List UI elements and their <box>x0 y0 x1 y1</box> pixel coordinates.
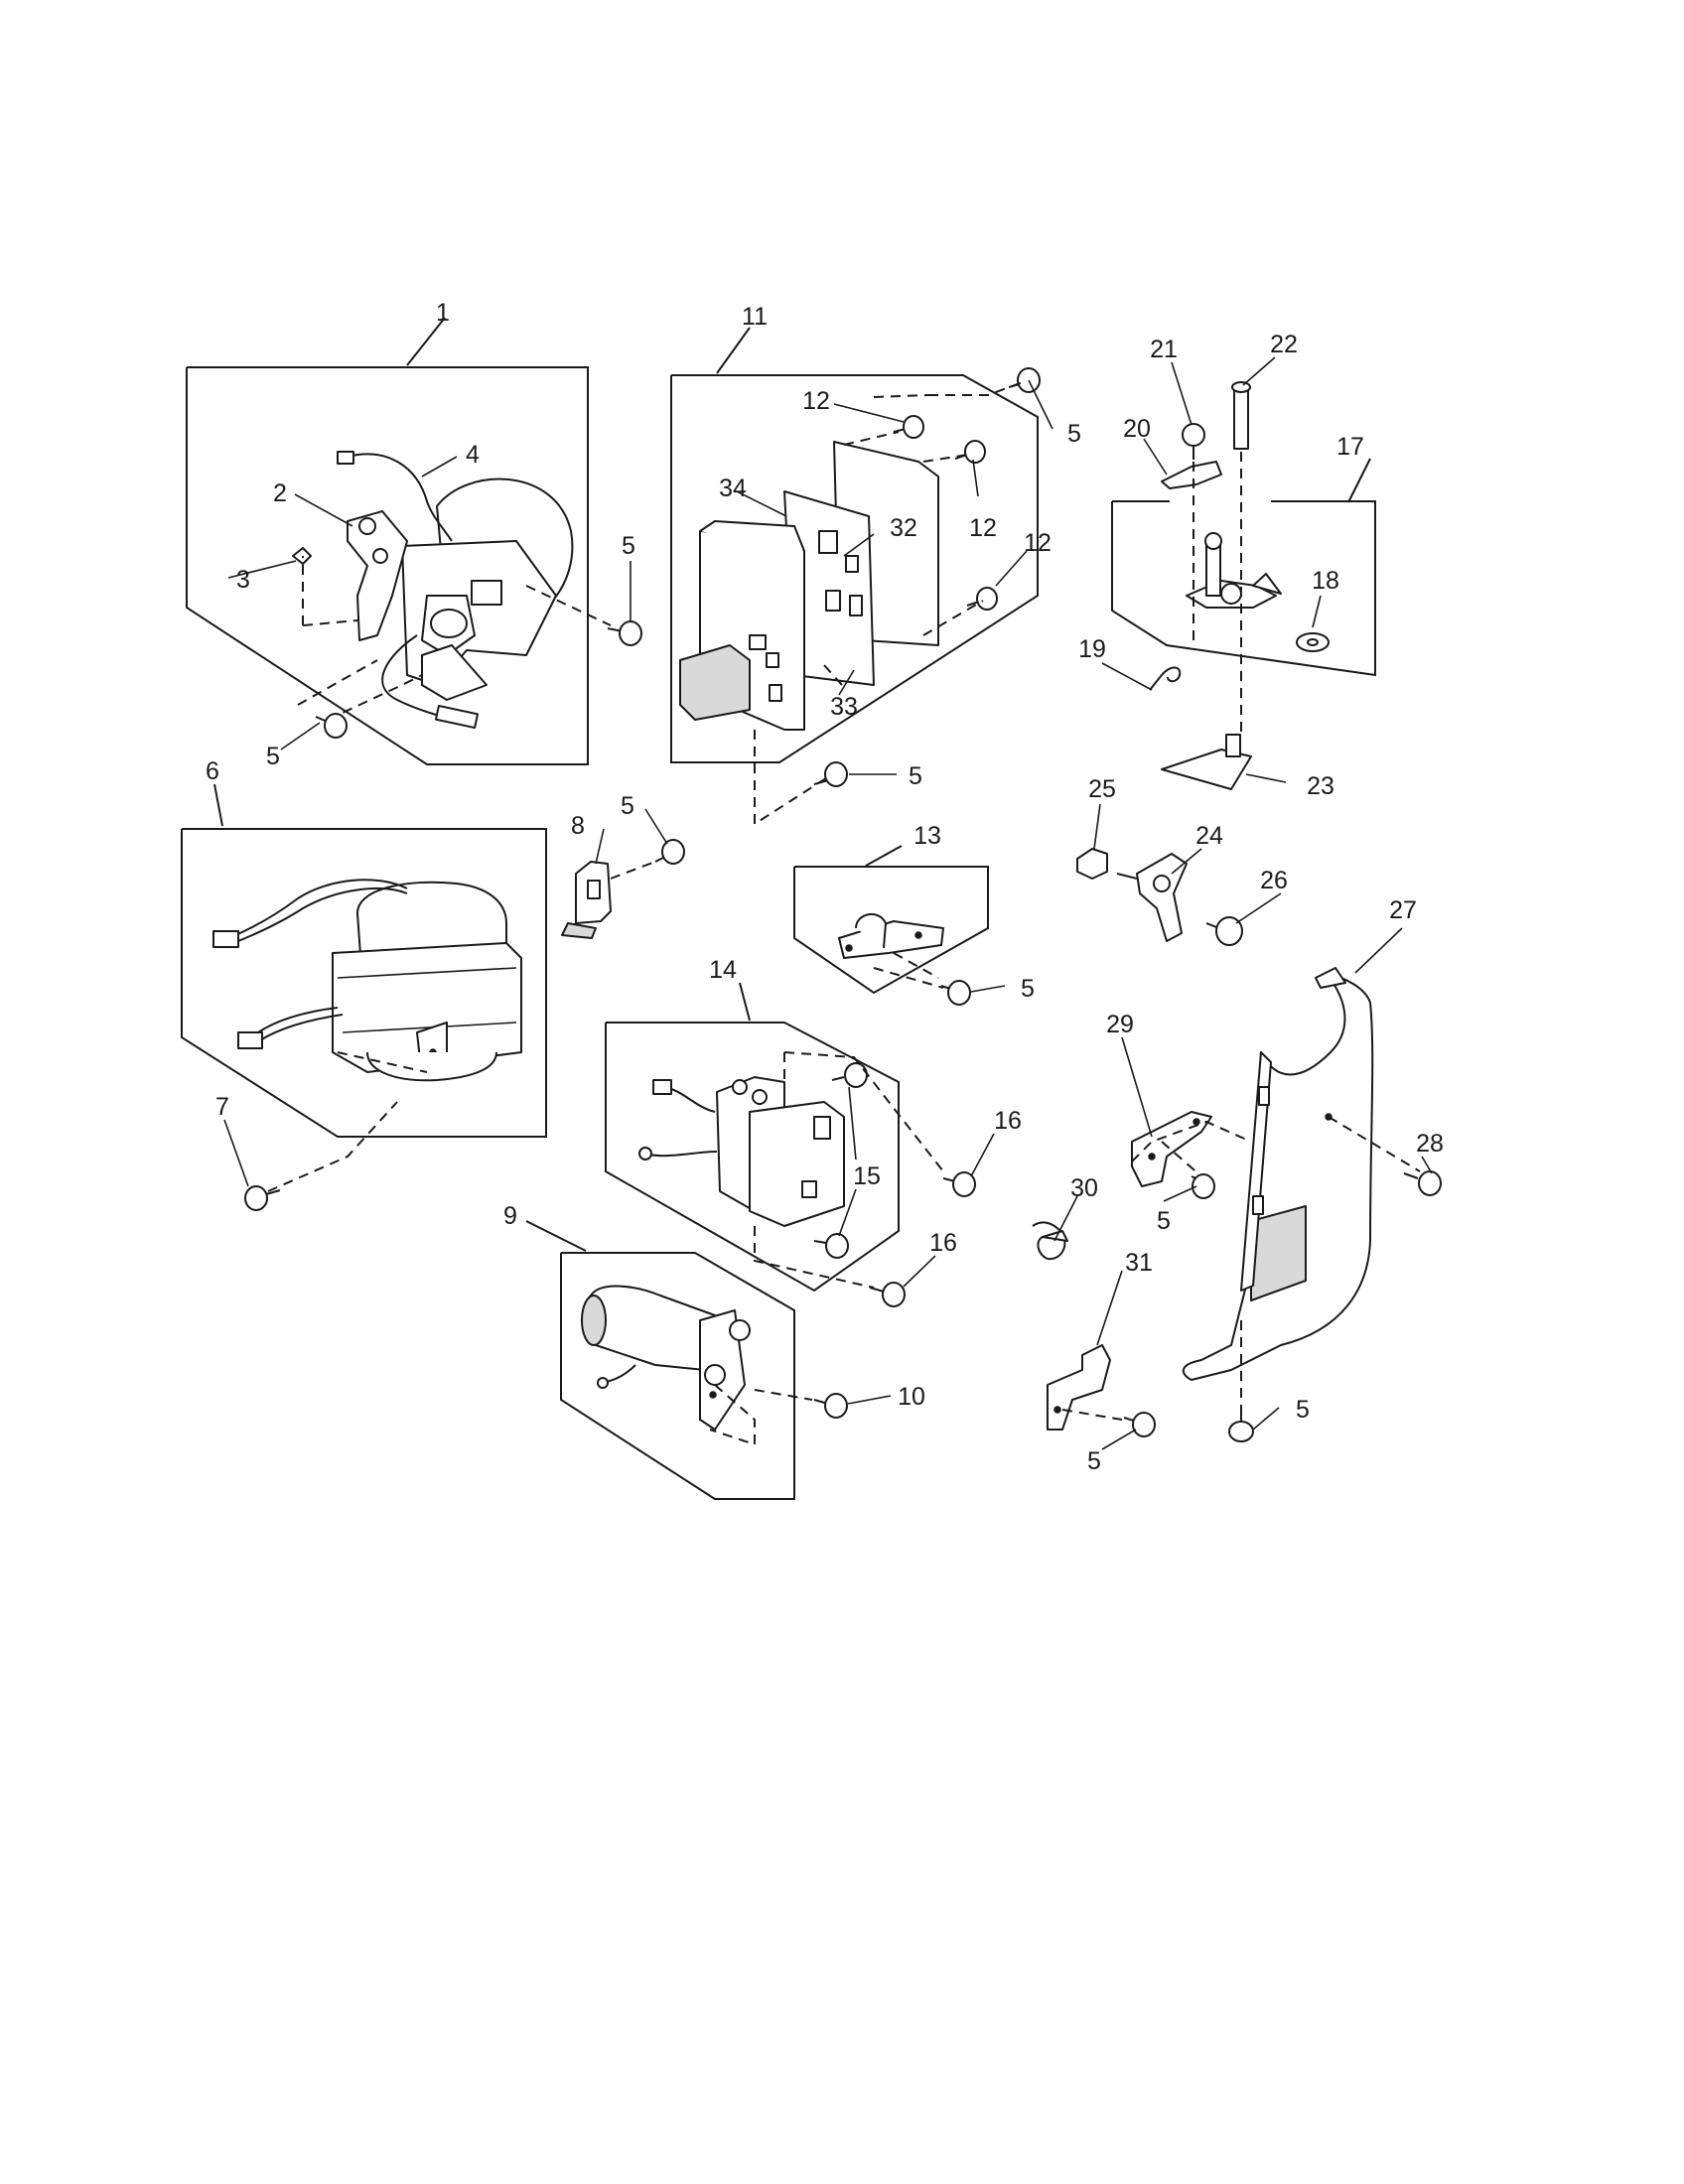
screw-icon <box>813 761 848 787</box>
callout-20: 20 <box>1123 415 1151 443</box>
callout-5: 5 <box>1087 1447 1101 1475</box>
callout-9: 9 <box>503 1202 517 1230</box>
callout-22: 22 <box>1270 331 1298 358</box>
callout-21: 21 <box>1150 336 1178 363</box>
callout-5: 5 <box>622 532 635 560</box>
callout-31: 31 <box>1125 1249 1153 1277</box>
group-17-lever-assembly <box>1111 381 1376 790</box>
callout-1: 1 <box>436 299 450 327</box>
part-24-latch <box>1076 848 1243 946</box>
callout-5: 5 <box>1021 975 1035 1003</box>
callout-25: 25 <box>1088 775 1116 803</box>
screw-icon <box>1191 1173 1215 1199</box>
callout-12: 12 <box>802 387 830 415</box>
callout-32: 32 <box>890 514 917 542</box>
callout-5: 5 <box>1067 420 1081 448</box>
callout-7: 7 <box>215 1093 229 1121</box>
part-27-cover <box>1182 967 1442 1442</box>
screw-icon <box>942 1171 976 1197</box>
callout-5: 5 <box>621 792 634 820</box>
callout-10: 10 <box>898 1383 925 1411</box>
callout-23: 23 <box>1307 772 1334 800</box>
part-30-clamp <box>1032 1221 1068 1261</box>
part-31-bracket <box>1047 1344 1156 1437</box>
callout-3: 3 <box>236 566 250 594</box>
screw-icon <box>1403 1170 1442 1196</box>
callout-6: 6 <box>206 757 219 785</box>
group-14-relay-block <box>605 982 976 1307</box>
screw-icon <box>1123 1412 1156 1437</box>
motor-mount-slot <box>471 580 502 606</box>
screw-icon <box>607 620 642 646</box>
screw-icon <box>813 1233 849 1259</box>
callout-5: 5 <box>1296 1396 1310 1424</box>
part-4-cable-lower <box>381 634 453 721</box>
callout-34: 34 <box>719 475 747 502</box>
part-13-bracket <box>838 920 944 959</box>
callout-5: 5 <box>266 743 280 770</box>
part-2-bracket <box>347 510 408 641</box>
callout-12: 12 <box>1024 529 1052 557</box>
callout-28: 28 <box>1416 1130 1444 1158</box>
screw-icon <box>813 1393 848 1419</box>
screw-icon <box>869 1282 906 1307</box>
motor-foot <box>421 644 488 701</box>
screw-icon <box>831 1062 868 1088</box>
group-11-circuit-board-assembly <box>670 327 1041 826</box>
screw-icon <box>1008 367 1041 393</box>
callout-33: 33 <box>830 693 858 721</box>
callout-14: 14 <box>709 956 737 984</box>
group-6-transformer <box>181 783 547 1211</box>
part-8-switch <box>561 839 685 939</box>
part-29-bracket <box>1131 1111 1252 1199</box>
callout-16: 16 <box>929 1229 957 1257</box>
callout-30: 30 <box>1070 1174 1098 1202</box>
callout-8: 8 <box>571 812 585 840</box>
screw-icon <box>966 587 998 611</box>
board-relay-block <box>679 644 751 721</box>
callout-17: 17 <box>1336 433 1364 461</box>
callout-12: 12 <box>969 514 997 542</box>
part-19-spring <box>1149 666 1182 691</box>
callout-labels: 1 2 3 4 5 5 6 7 8 5 9 10 11 12 12 12 5 3… <box>206 299 1444 1475</box>
screw-icon <box>1228 1410 1254 1442</box>
screw-icon <box>893 415 924 439</box>
screw-icon <box>940 980 971 1006</box>
callout-13: 13 <box>913 822 941 850</box>
callout-16: 16 <box>994 1107 1022 1135</box>
screw-icon <box>315 713 348 739</box>
callout-24: 24 <box>1195 822 1223 850</box>
callout-26: 26 <box>1260 867 1288 894</box>
callout-2: 2 <box>273 479 287 507</box>
callout-11: 11 <box>742 303 768 331</box>
callout-18: 18 <box>1312 567 1339 595</box>
group-9-small-motor <box>525 1220 848 1500</box>
screw-icon <box>1205 916 1243 946</box>
callout-15: 15 <box>853 1162 881 1190</box>
callout-27: 27 <box>1389 896 1417 924</box>
screw-icon <box>1182 423 1205 460</box>
transformer-bottom-block <box>366 1051 497 1082</box>
callout-4: 4 <box>466 441 480 469</box>
group-13-bracket <box>793 845 989 1006</box>
screw-icon <box>954 440 986 464</box>
group-1-motor-assembly <box>186 317 642 765</box>
screw-icon <box>244 1185 281 1211</box>
callout-5: 5 <box>1157 1207 1171 1235</box>
screw-icon <box>654 839 685 865</box>
callout-19: 19 <box>1078 635 1106 663</box>
callout-29: 29 <box>1106 1011 1134 1038</box>
part-23-plate <box>1161 749 1252 790</box>
part-25-knob <box>1076 848 1108 880</box>
part-20-lever <box>1161 461 1222 489</box>
callout-5: 5 <box>909 762 922 790</box>
leader-lines <box>223 356 1433 1450</box>
part-22-pin <box>1233 386 1249 450</box>
part-4-cable <box>347 453 453 542</box>
